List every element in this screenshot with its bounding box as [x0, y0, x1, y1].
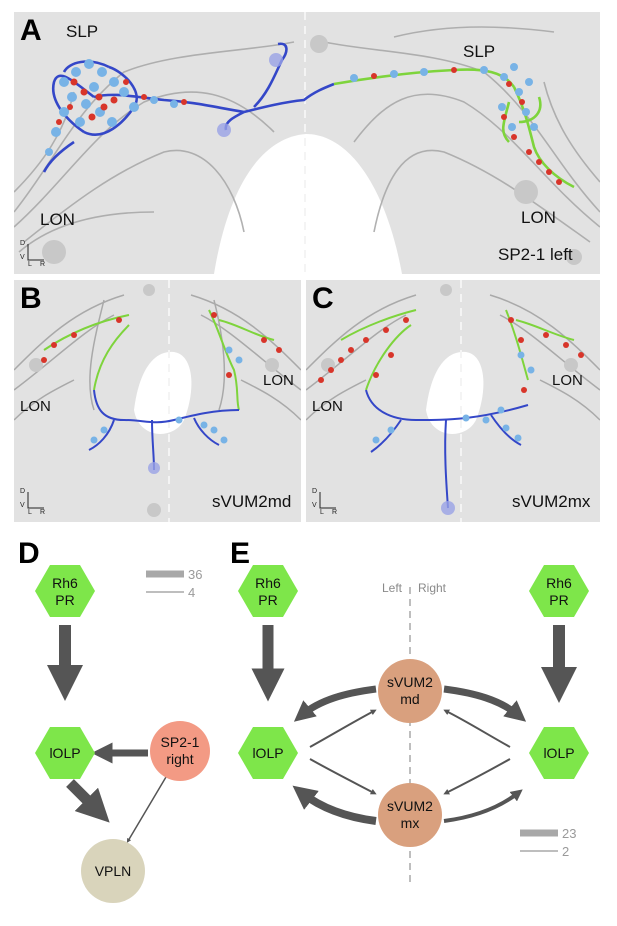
node-rh6-pr-right-e-line2: PR [549, 592, 568, 608]
region-lon-b-left: LON [20, 398, 51, 415]
edge-sp21-to-vpln-d [126, 776, 167, 843]
edge-svum2mx-to-iolp-left [292, 785, 377, 825]
connectivity-diagrams: D E Rh6 PR lOLP SP2-1 right VPLN 36 4 Le… [18, 537, 589, 903]
region-lon-left: LON [40, 210, 75, 229]
axis-r: R [40, 261, 46, 268]
side-right-label: Right [418, 581, 447, 595]
orientation-axes-c: D V L R [312, 488, 342, 516]
orientation-axes-a: D V L R [20, 240, 50, 268]
edge-iolp-left-to-svum2mx [309, 758, 377, 795]
region-lon-right: LON [521, 208, 556, 227]
node-svum2md-e-line2: md [400, 691, 419, 707]
node-svum2mx-e-line2: mx [401, 815, 420, 831]
node-rh6-pr-left-e [238, 565, 298, 617]
edge-iolp-right-to-svum2md [443, 709, 511, 748]
node-sp21-right-d-line2: right [166, 751, 193, 767]
edge-svum2md-to-iolp-left [293, 685, 377, 722]
axis-v: V [20, 502, 25, 509]
node-iolp-left-e-label: lOLP [252, 745, 283, 761]
node-iolp-right-e [529, 727, 589, 779]
region-slp-right: SLP [463, 42, 496, 61]
panel-c-label: C [312, 282, 334, 315]
axis-v: V [20, 254, 25, 261]
node-sp21-right-d [150, 721, 210, 781]
side-left-label: Left [382, 581, 403, 595]
axis-d: D [312, 488, 318, 495]
axis-l: L [28, 509, 32, 516]
panel-b-label: B [20, 282, 42, 315]
node-svum2mx-e-line1: sVUM2 [387, 798, 433, 814]
edge-iolp-right-to-svum2mx [443, 758, 511, 795]
node-rh6-pr-right-e [529, 565, 589, 617]
edge-svum2mx-to-iolp-right [443, 789, 523, 823]
node-svum2md-e-line1: sVUM2 [387, 674, 433, 690]
axis-l: L [28, 261, 32, 268]
node-rh6-pr-d [35, 565, 95, 617]
node-rh6-pr-left-e-line1: Rh6 [255, 575, 281, 591]
node-iolp-right-e-label: lOLP [543, 745, 574, 761]
edge-svum2md-to-iolp-right [443, 685, 527, 722]
central-hole [214, 134, 402, 274]
node-iolp-left-e [238, 727, 298, 779]
region-lon-c-left: LON [312, 398, 343, 415]
legend-e-thick-value: 23 [562, 826, 576, 841]
node-sp21-right-d-line1: SP2-1 [161, 734, 200, 750]
node-svum2md-e [378, 659, 442, 723]
panel-b-drawing [14, 280, 301, 522]
panel-b-caption: sVUM2md [212, 492, 292, 511]
axis-d: D [20, 240, 26, 247]
region-lon-b-right: LON [263, 372, 294, 389]
axis-r: R [40, 509, 46, 516]
edge-iolp-to-vpln-d [66, 779, 110, 823]
axis-d: D [20, 488, 26, 495]
axis-v: V [312, 502, 317, 509]
panel-c-caption: sVUM2mx [512, 492, 591, 511]
node-rh6-pr-right-e-line1: Rh6 [546, 575, 572, 591]
legend-e-thin-value: 2 [562, 844, 569, 859]
panel-e-label: E [230, 537, 250, 570]
panel-d-label: D [18, 537, 40, 570]
panel-a-label: A [20, 14, 42, 47]
region-slp-left: SLP [66, 22, 99, 41]
panel-a-caption: SP2-1 left [498, 245, 573, 264]
edge-iolp-left-to-svum2md [309, 709, 377, 748]
node-vpln-d-label: VPLN [95, 863, 132, 879]
panel-a-image: A SLP LON SLP LON SP2-1 left D V L R [14, 12, 600, 274]
axis-r: R [332, 509, 338, 516]
orientation-axes-b: D V L R [20, 488, 50, 516]
legend-d-thin-value: 4 [188, 585, 195, 600]
node-rh6-pr-left-e-line2: PR [258, 592, 277, 608]
node-iolp-d-label: lOLP [49, 745, 80, 761]
legend-d-thick-value: 36 [188, 567, 202, 582]
node-vpln-d [81, 839, 145, 903]
region-lon-c-right: LON [552, 372, 583, 389]
node-rh6-pr-d-line1: Rh6 [52, 575, 78, 591]
node-iolp-d [35, 727, 95, 779]
panel-c-drawing [306, 280, 600, 522]
panel-b-image: B LON LON sVUM2md D V L R [14, 280, 301, 522]
node-svum2mx-e [378, 783, 442, 847]
panel-c-image: C LON LON sVUM2mx D V L R [306, 280, 600, 522]
node-rh6-pr-d-line2: PR [55, 592, 74, 608]
axis-l: L [320, 509, 324, 516]
panel-a-drawing [14, 12, 600, 274]
